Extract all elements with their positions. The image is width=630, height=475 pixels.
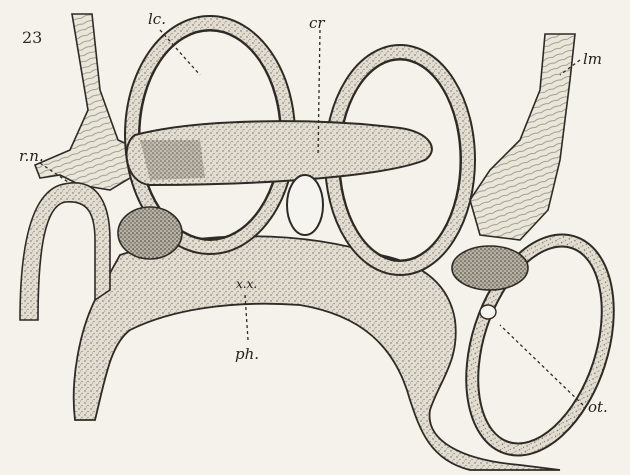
label-lm: lm <box>583 50 602 68</box>
left-nerve-stalk <box>35 14 140 190</box>
label-ph: ph. <box>235 345 259 363</box>
label-cr: cr <box>309 14 325 32</box>
label-xx: x.x. <box>236 277 257 291</box>
left-nodule <box>118 207 182 259</box>
figure-number: 23 <box>22 28 42 47</box>
right-nerve-stalk <box>470 34 575 240</box>
label-ot: ot. <box>588 398 608 416</box>
central-opening <box>287 175 323 235</box>
label-lc: lc. <box>148 10 166 28</box>
left-outer-tube <box>20 183 110 320</box>
label-rn: r.n. <box>19 147 44 165</box>
right-nodule <box>452 246 528 290</box>
